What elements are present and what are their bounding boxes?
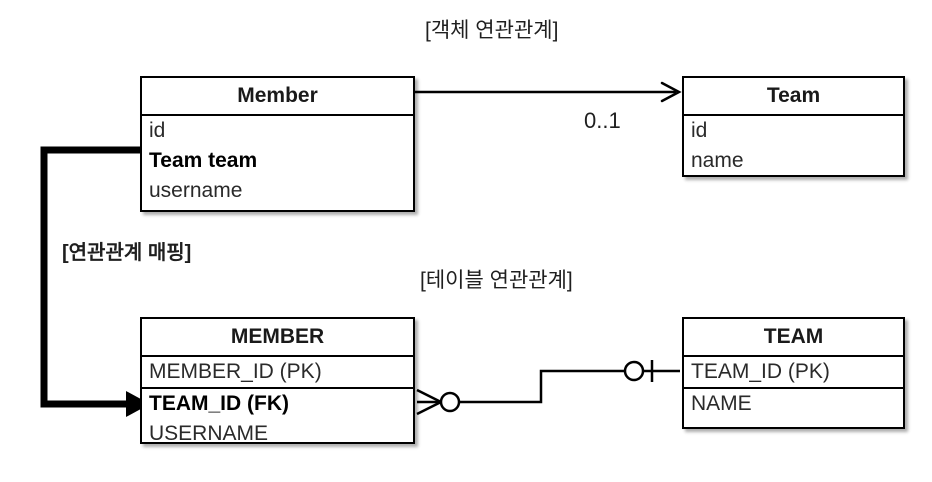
relationship-path	[459, 369, 624, 404]
zero-circle-team-side-icon	[623, 360, 645, 382]
attribute-row: id	[691, 119, 708, 142]
crows-foot-icon	[416, 388, 442, 416]
entity-member-title: Member	[142, 78, 413, 116]
entity-member-attributes: id Team team username	[142, 116, 413, 220]
entity-member-table-title: MEMBER	[142, 319, 413, 357]
entity-member[interactable]: Member id Team team username	[140, 76, 415, 212]
caption-object-association: [객체 연관관계]	[425, 19, 559, 42]
entity-team-title: Team	[684, 78, 903, 116]
entity-member-table[interactable]: MEMBER MEMBER_ID (PK) TEAM_ID (FK) USERN…	[140, 317, 415, 444]
entity-team-attributes: id name	[684, 116, 903, 176]
attribute-row: name	[691, 149, 744, 172]
entity-team[interactable]: Team id name	[682, 76, 905, 177]
entity-team-table[interactable]: TEAM TEAM_ID (PK) NAME	[682, 317, 905, 429]
zero-circle-member-side-icon	[439, 391, 461, 413]
entity-team-table-title: TEAM	[684, 319, 903, 357]
table-relationship-connector	[416, 360, 680, 416]
attribute-row-team-team: Team team	[149, 149, 258, 172]
attribute-row: username	[149, 179, 243, 202]
mapping-link-connector	[40, 146, 150, 417]
column-row-team-id-fk: TEAM_ID (FK)	[149, 392, 289, 415]
column-row-member-id: MEMBER_ID (PK)	[142, 357, 413, 389]
column-row-name: NAME	[691, 392, 752, 415]
entity-body-spacer	[142, 206, 413, 220]
caption-table-association: [테이블 연관관계]	[420, 269, 573, 292]
multiplicity-label: 0..1	[584, 108, 621, 133]
column-row-team-id-pk: TEAM_ID (PK)	[684, 357, 903, 389]
object-association-connector	[415, 81, 682, 103]
caption-association-mapping: [연관관계 매핑]	[62, 242, 192, 264]
attribute-row: id	[149, 119, 166, 142]
open-arrowhead-icon	[660, 81, 682, 103]
entity-member-table-columns: MEMBER_ID (PK) TEAM_ID (FK) USERNAME	[142, 357, 413, 449]
column-row-username: USERNAME	[149, 422, 269, 445]
entity-team-table-columns: TEAM_ID (PK) NAME	[684, 357, 903, 419]
